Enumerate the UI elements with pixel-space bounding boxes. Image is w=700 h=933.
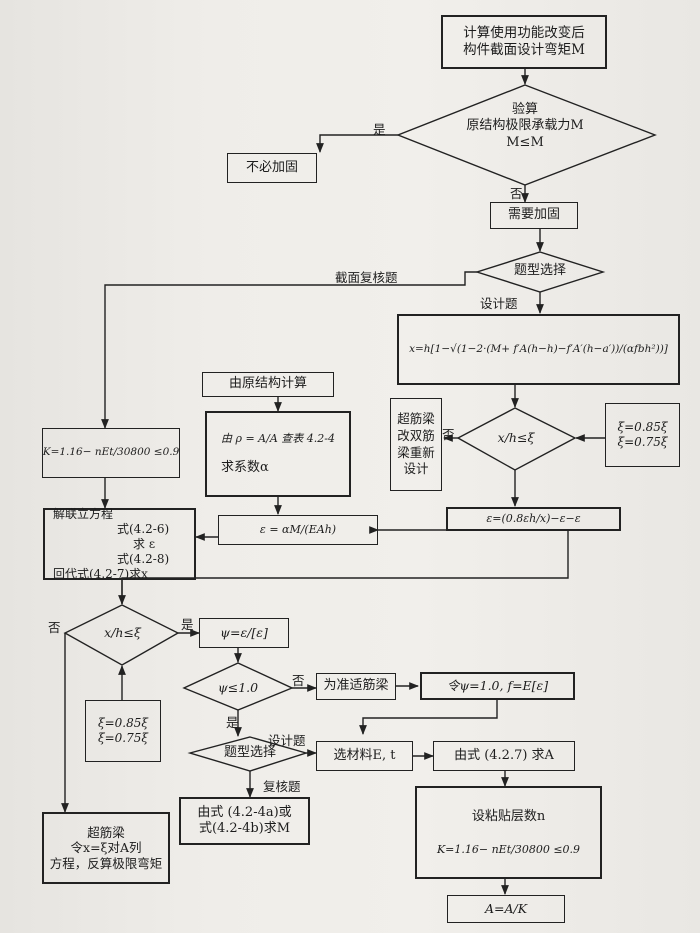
from-formula-line1: 由式 (4.2-4a)或 [197,804,292,820]
type-select-label: 题型选择 [513,263,566,278]
appropriate-box: 为准适筋梁 [316,673,396,700]
layers-line2: K=1.16− nEt/30800 ≤0.9 [436,842,581,856]
af-box: A=A/K [447,895,565,923]
xi-params-right-line1: ξ=0.85ξ [617,420,668,434]
solve-line3: 求 ε [133,536,156,551]
solve-line4: 式(4.2-8) [117,551,170,566]
label-yes1: 是 [373,122,386,137]
layers-box: 设粘贴层数n K=1.16− nEt/30800 ≤0.9 [415,786,602,879]
solve-line2: 式(4.2-6) [117,521,170,536]
xi-params-right-line2: ξ=0.75ξ [617,435,668,449]
solve-box: 解联立方程 式(4.2-6) 求 ε 式(4.2-8) 回代式(4.2-7)求x [43,506,196,581]
solve-line5: 回代式(4.2-7)求x [53,566,148,581]
xi-params-right-box: ξ=0.85ξ ξ=0.75ξ [605,403,680,467]
km-left-box: K=1.16− nEt/30800 ≤0.9 [42,428,180,478]
x-formula-text: x=h[1−√(1−2·(M+ f′A(h−h)−f′A′(h−a′))/(αf… [409,342,668,355]
label-yes-left: 是 [181,617,194,632]
super-left-line3: 方程，反算极限弯矩 [49,855,163,871]
af-text: A=A/K [484,901,528,917]
check-line1: 验算 [511,102,538,117]
psi-check-text: ψ≤1.0 [200,680,276,696]
solve-line1: 解联立方程 [53,506,114,521]
label-no1: 否 [510,186,523,201]
eps-i-box: ε = αM/(EAh) [218,515,378,545]
no-reinforce-box: 不必加固 [227,153,317,183]
no-reinforce-text: 不必加固 [245,159,298,175]
type-select-text: 题型选择 [490,263,590,279]
super-redesign-box: 超筋梁改双筋梁重新设计 [390,398,442,491]
psi-text: ψ=ε/[ε] [220,625,268,641]
link-type-section [101,271,477,429]
check-text: 验算 原结构极限承载力M M≤M [425,102,625,151]
eps-f-text: ε=(0.8εh/x)−ε−ε [486,512,581,526]
xi-params-left-line1: ξ=0.85ξ [98,716,148,730]
calc-afe-text: 由式 (4.2.7) 求A [454,747,554,763]
psi-box: ψ=ε/[ε] [199,618,289,648]
appropriate-text: 为准适筋梁 [323,678,389,694]
x-check-right-label: x/h≤ξ [497,430,535,445]
x-check-left-diamond [63,604,180,666]
super-redesign-text: 超筋梁改双筋梁重新设计 [397,410,435,477]
from-formula-box: 由式 (4.2-4a)或 式(4.2-4b)求M [179,797,310,845]
select-material-text: 选材料E, t [333,747,396,763]
xi-params-left-box: ξ=0.85ξ ξ=0.75ξ [85,700,161,762]
layers-line1: 设粘贴层数n [471,808,546,824]
psi-check-label: ψ≤1.0 [217,680,259,695]
rho-line1: 由 ρ = A/A 查表 4.2-4 [221,432,335,445]
select-material-box: 选材料E, t [316,741,413,771]
label-design-q2: 设计题 [268,733,306,748]
start-line2: 构件截面设计弯矩M [463,42,585,58]
start-line1: 计算使用功能改变后 [463,25,585,42]
x-check-right-text: x/h≤ξ [476,430,556,446]
km-left-text: K=1.16− nEt/30800 ≤0.9 [42,446,180,459]
need-reinforce-text: 需要加固 [507,207,560,223]
label-review-q: 复核题 [263,779,301,794]
need-reinforce-box: 需要加固 [490,202,578,229]
label-yes-psi: 是 [226,715,239,730]
label-no-right: 否 [442,427,455,442]
rho-box: 由 ρ = A/A 查表 4.2-4 求系数α [205,411,351,497]
calc-afe-box: 由式 (4.2.7) 求A [433,741,575,771]
rho-line2: 求系数α [221,459,269,475]
xi-params-left-line2: ξ=0.75ξ [98,731,148,745]
orig-calc-text: 由原结构计算 [228,376,307,392]
type-select2-text: 题型选择 [200,745,300,761]
link-check-yes [316,134,398,153]
set-psi-box: 令ψ=1.0, f=E[ε] [420,672,575,700]
super-left-line1: 超筋梁 [87,824,125,840]
start-box: 计算使用功能改变后 构件截面设计弯矩M [441,15,607,69]
label-no-left: 否 [48,620,61,635]
type-select2-label: 题型选择 [223,745,276,760]
eps-f-box: ε=(0.8εh/x)−ε−ε [446,507,621,531]
check-line3: M≤M [506,134,544,150]
set-psi-text: 令ψ=1.0, f=E[ε] [446,678,549,694]
orig-calc-box: 由原结构计算 [202,372,334,397]
x-check-left-label: x/h≤ξ [104,625,141,640]
check-line2: 原结构极限承载力M [466,118,584,134]
label-section-check: 截面复核题 [335,270,398,285]
super-left-box: 超筋梁 令x=ξ对A列 方程，反算极限弯矩 [42,812,170,884]
super-left-line2: 令x=ξ对A列 [70,840,142,856]
from-formula-line2: 式(4.2-4b)求M [198,821,291,836]
label-design-q: 设计题 [480,296,518,311]
link-set-return [359,700,498,735]
eps-i-text: ε = αM/(EAh) [259,523,337,537]
x-formula-box: x=h[1−√(1−2·(M+ f′A(h−h)−f′A′(h−a′))/(αf… [397,314,680,385]
x-check-left-text: x/h≤ξ [85,625,160,641]
label-no-psi: 否 [292,673,305,688]
